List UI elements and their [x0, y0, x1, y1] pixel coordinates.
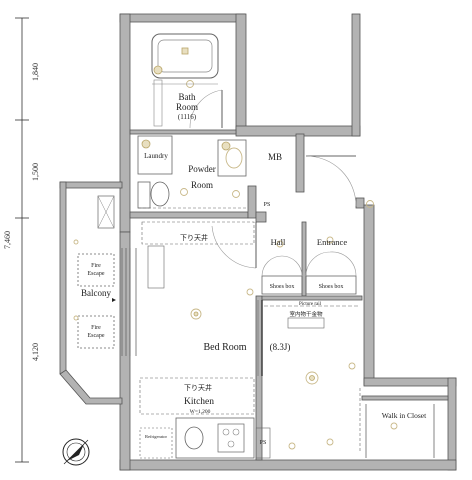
bath-faucet-fixture	[153, 65, 163, 75]
walk-in-closet-label: Walk in Closet	[382, 411, 427, 420]
balcony-label: Balcony	[81, 288, 111, 298]
shoes-box-left-label: Shoes box	[270, 284, 295, 290]
fire-escape-lower-label-1: Fire	[91, 325, 101, 331]
hall-label: Hall	[271, 237, 286, 247]
fire-escape-lower-label-2: Escape	[88, 333, 105, 339]
lowered-ceiling-upper-label: 下り天井	[180, 233, 208, 242]
shoes-box-right-label: Shoes box	[319, 284, 344, 290]
fire-escape-upper	[77, 253, 115, 287]
north-compass-icon	[62, 438, 90, 466]
dimension-segment-3: 4,120	[31, 343, 40, 361]
balcony-window	[121, 248, 137, 356]
bath-room-label-1: Bath	[179, 92, 196, 102]
dimension-segment-1: 1,840	[31, 63, 40, 81]
lowered-ceiling-lower	[139, 377, 255, 415]
bedroom-light-fixture-2	[305, 371, 319, 385]
dimension-segment-2: 1,500	[31, 163, 40, 181]
lowered-ceiling-upper	[141, 221, 255, 245]
bath-light-fixture	[181, 47, 189, 55]
bath-room-label-2: Room	[176, 102, 198, 112]
powder-room-label-2: Room	[191, 180, 213, 190]
shoes-box-left	[261, 275, 303, 295]
walls	[59, 13, 457, 471]
refrigerator-label: Refrigerator	[145, 434, 167, 439]
bedroom-light-fixture	[190, 308, 202, 320]
laundry-faucet-fixture	[141, 139, 151, 149]
lowered-ceiling-lower-label: 下り天井	[184, 383, 212, 392]
laundry-label: Laundry	[144, 152, 168, 160]
bedroom-label: Bed Room	[203, 342, 246, 353]
mb-label: MB	[268, 152, 282, 162]
fire-escape-upper-label-1: Fire	[91, 263, 101, 269]
ps-lower-label: PS	[260, 440, 267, 446]
laundry-pan	[137, 135, 173, 175]
bedroom-size-label: (8.3J)	[270, 342, 291, 352]
picture-rail-label: Picture rail	[299, 302, 322, 307]
refrigerator-space	[139, 427, 173, 459]
fire-escape-lower	[77, 315, 115, 349]
washbasin	[217, 139, 247, 177]
shoes-box-right	[305, 275, 357, 295]
ceiling-dryer-label: 室内物干金物	[289, 310, 323, 318]
ceiling-dryer-icon	[287, 317, 325, 329]
fire-escape-upper-label-2: Escape	[88, 271, 105, 277]
dimension-line	[15, 17, 29, 463]
powder-room-label-1: Powder	[188, 164, 216, 174]
hall-door-icon	[211, 225, 257, 269]
ps-upper-label: PS	[264, 202, 271, 208]
bath-room-size: (1116)	[178, 113, 197, 121]
dimension-total: 7,460	[3, 231, 12, 249]
cooktop	[217, 423, 245, 453]
kitchen-counter	[175, 417, 255, 459]
toilet	[150, 181, 170, 207]
bathtub	[151, 33, 219, 79]
entrance-label: Entrance	[317, 237, 347, 247]
kitchen-width-label: W=1,200	[190, 409, 211, 415]
kitchen-label: Kitchen	[184, 397, 214, 407]
kitchen-sink	[184, 426, 204, 450]
